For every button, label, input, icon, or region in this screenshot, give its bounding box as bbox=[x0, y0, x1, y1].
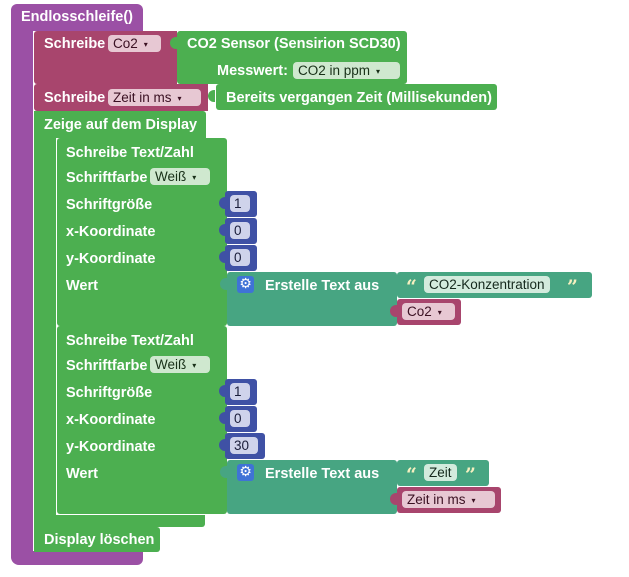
print2-y-label: y-Koordinate bbox=[66, 439, 156, 455]
print1-size-label: Schriftgröße bbox=[66, 197, 153, 213]
print2-color-value: Weiß bbox=[155, 357, 187, 372]
display-show-arm bbox=[34, 136, 56, 526]
gear-icon[interactable]: ⚙ bbox=[237, 464, 254, 481]
print2-color-label: Schriftfarbe bbox=[66, 358, 148, 374]
quote-close-icon: ” bbox=[465, 464, 476, 486]
print2-y-connector bbox=[219, 439, 226, 451]
var1-dropdown[interactable]: Co2 ▾ bbox=[402, 303, 455, 320]
var1-connector bbox=[390, 305, 397, 317]
print2-y-value[interactable]: 30 bbox=[230, 437, 258, 454]
elapsed-time-connector bbox=[208, 90, 215, 102]
chevron-down-icon: ▾ bbox=[192, 361, 197, 370]
set-time-variable-dropdown[interactable]: Zeit in ms ▾ bbox=[108, 89, 201, 106]
print2-size-connector bbox=[219, 385, 226, 397]
join-block-2[interactable] bbox=[227, 460, 397, 514]
co2-sensor-label: CO2 Sensor (Sensirion SCD30) bbox=[187, 36, 401, 52]
print1-y-label: y-Koordinate bbox=[66, 251, 156, 267]
set-co2-variable-dropdown[interactable]: Co2 ▾ bbox=[108, 35, 161, 52]
print2-size-label: Schriftgröße bbox=[66, 385, 153, 401]
var2-value: Zeit in ms bbox=[407, 492, 466, 507]
loop-label: Endlosschleife() bbox=[21, 9, 133, 25]
print1-title: Schreibe Text/Zahl bbox=[66, 145, 194, 161]
loop-block-arm bbox=[11, 28, 33, 564]
print1-x-label: x-Koordinate bbox=[66, 224, 156, 240]
var1-value: Co2 bbox=[407, 304, 432, 319]
loop-block[interactable] bbox=[11, 4, 143, 31]
print1-x-value[interactable]: 0 bbox=[230, 222, 250, 239]
display-show-foot bbox=[34, 515, 205, 527]
gear-icon[interactable]: ⚙ bbox=[237, 276, 254, 293]
join2-label: Erstelle Text aus bbox=[265, 466, 380, 482]
print1-color-value: Weiß bbox=[155, 169, 187, 184]
join2-connector bbox=[220, 466, 227, 478]
display-clear-label: Display löschen bbox=[44, 532, 155, 548]
text-value-1[interactable]: CO2-Konzentration bbox=[424, 276, 550, 293]
chevron-down-icon: ▾ bbox=[437, 308, 442, 317]
set-co2-variable-value: Co2 bbox=[113, 36, 138, 51]
print2-x-connector bbox=[219, 412, 226, 424]
co2-measure-label: Messwert: bbox=[217, 63, 288, 79]
quote-open-icon: “ bbox=[406, 276, 417, 298]
set-co2-label: Schreibe bbox=[44, 36, 106, 52]
co2-measure-dropdown[interactable]: CO2 in ppm ▾ bbox=[293, 62, 400, 79]
print1-size-connector bbox=[219, 197, 226, 209]
print1-value-label: Wert bbox=[66, 278, 98, 294]
set-time-variable-value: Zeit in ms bbox=[113, 90, 172, 105]
co2-measure-value: CO2 in ppm bbox=[298, 63, 371, 78]
chevron-down-icon: ▾ bbox=[177, 94, 182, 103]
print1-y-value[interactable]: 0 bbox=[230, 249, 250, 266]
chevron-down-icon: ▾ bbox=[192, 173, 197, 182]
print2-color-dropdown[interactable]: Weiß ▾ bbox=[150, 356, 210, 373]
set-time-label: Schreibe bbox=[44, 90, 106, 106]
chevron-down-icon: ▾ bbox=[471, 496, 476, 505]
quote-close-icon: ” bbox=[567, 276, 578, 298]
print1-size-value[interactable]: 1 bbox=[230, 195, 250, 212]
print1-x-connector bbox=[219, 224, 226, 236]
display-show-block[interactable] bbox=[34, 111, 206, 138]
chevron-down-icon: ▾ bbox=[143, 40, 148, 49]
display-show-label: Zeige auf dem Display bbox=[44, 117, 198, 133]
loop-block-foot bbox=[11, 551, 143, 565]
text-value-2[interactable]: Zeit bbox=[424, 464, 457, 481]
elapsed-time-label: Bereits vergangen Zeit (Millisekunden) bbox=[226, 90, 492, 106]
display-clear-block[interactable] bbox=[34, 527, 160, 552]
chevron-down-icon: ▾ bbox=[376, 67, 381, 76]
print1-color-dropdown[interactable]: Weiß ▾ bbox=[150, 168, 210, 185]
print2-x-label: x-Koordinate bbox=[66, 412, 156, 428]
var2-dropdown[interactable]: Zeit in ms ▾ bbox=[402, 491, 495, 508]
co2-sensor-connector bbox=[170, 37, 177, 49]
join1-label: Erstelle Text aus bbox=[265, 278, 380, 294]
join1-connector bbox=[220, 278, 227, 290]
join-block-1[interactable] bbox=[227, 272, 397, 326]
print1-y-connector bbox=[219, 251, 226, 263]
elapsed-time-block[interactable] bbox=[216, 84, 497, 110]
print2-size-value[interactable]: 1 bbox=[230, 383, 250, 400]
print1-color-label: Schriftfarbe bbox=[66, 170, 148, 186]
quote-open-icon: “ bbox=[406, 464, 417, 486]
var2-connector bbox=[390, 493, 397, 505]
print2-value-label: Wert bbox=[66, 466, 98, 482]
print2-title: Schreibe Text/Zahl bbox=[66, 333, 194, 349]
print2-x-value[interactable]: 0 bbox=[230, 410, 250, 427]
